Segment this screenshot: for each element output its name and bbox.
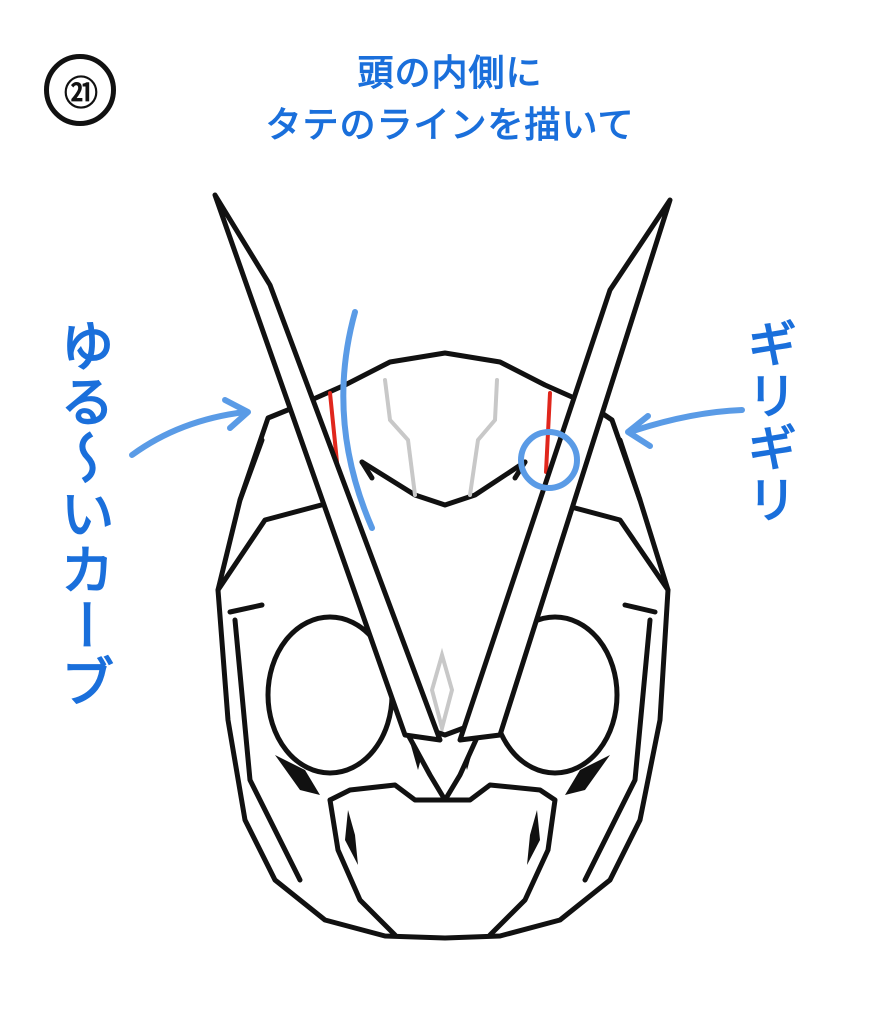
instruction-line-1: 頭の内側に <box>357 53 543 94</box>
left-antenna <box>212 192 443 743</box>
step-number-badge: ㉑ <box>44 54 116 126</box>
right-antenna <box>457 197 673 743</box>
helmet-outline <box>215 350 671 941</box>
barely-circle-guide <box>518 429 580 491</box>
guide-marks <box>340 309 580 531</box>
instruction-title: 頭の内側に タテのラインを描いて <box>170 48 730 152</box>
left-arrow-icon <box>129 397 251 458</box>
gentle-curve-guide <box>340 309 375 531</box>
note-gentle-curve: ゆる〜いカーブ <box>51 318 114 710</box>
note-barely: ギリギリ <box>739 318 797 526</box>
instruction-line-2: タテのラインを描いて <box>265 105 635 146</box>
step-number: ㉑ <box>64 73 98 114</box>
sketch-guide-lines <box>383 378 499 736</box>
antennae <box>212 192 673 743</box>
right-arrow-icon <box>625 407 745 449</box>
